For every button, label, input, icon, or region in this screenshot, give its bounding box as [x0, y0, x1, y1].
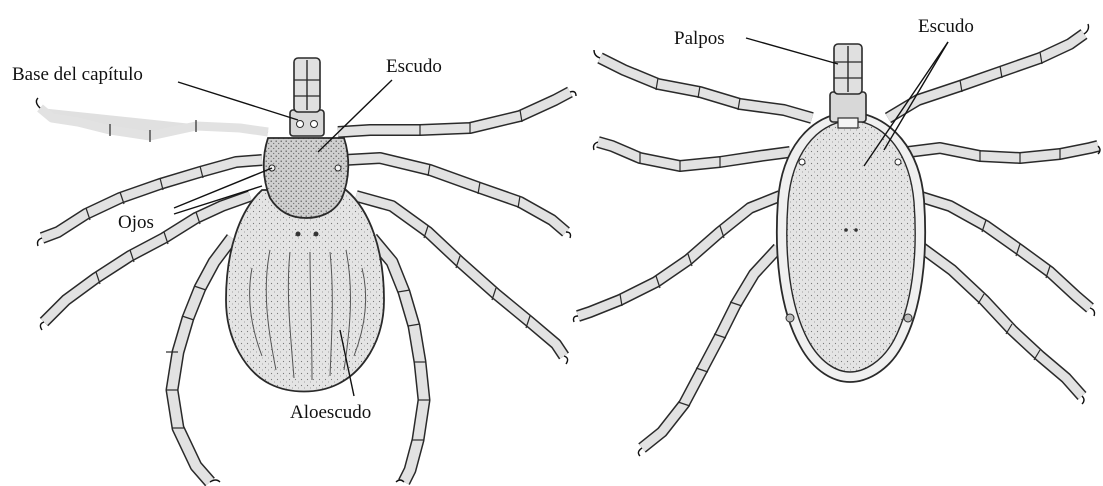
- leader-palpos: [746, 38, 838, 64]
- left-tick-scutum: [264, 138, 349, 218]
- label-aloescudo: Aloescudo: [290, 402, 371, 424]
- left-tick-basis-capituli: [290, 110, 324, 136]
- right-tick: [574, 24, 1101, 456]
- label-palpos: Palpos: [674, 28, 725, 50]
- label-escudo-left: Escudo: [386, 56, 442, 78]
- label-escudo-right: Escudo: [918, 16, 974, 38]
- right-tick-scutum: [787, 120, 915, 372]
- leader-base-capitulo: [178, 82, 298, 120]
- label-base-capitulo: Base del capítulo: [12, 64, 143, 86]
- leader-escudo-left: [318, 80, 392, 152]
- label-ojos: Ojos: [118, 212, 154, 234]
